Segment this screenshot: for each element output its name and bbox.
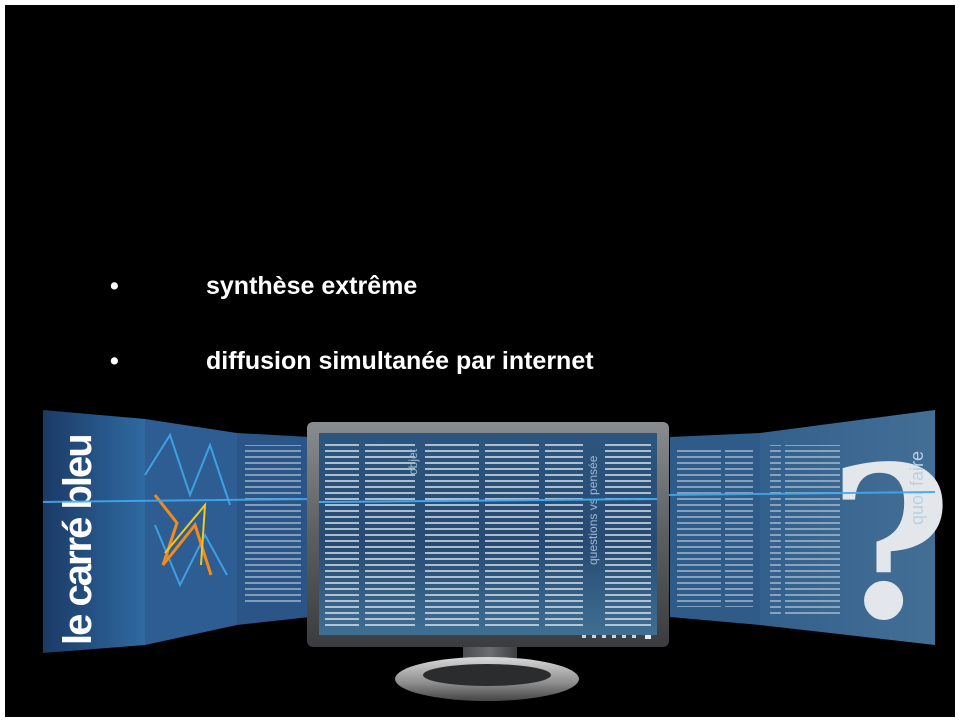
bullet-item: • diffusion simultanée par internet bbox=[5, 341, 955, 381]
text-column bbox=[245, 445, 303, 605]
bullet-list: • synthèse extrême • diffusion simultané… bbox=[5, 5, 955, 717]
monitor-buttons bbox=[582, 635, 651, 639]
text-column bbox=[605, 441, 651, 626]
slide: • synthèse extrême • diffusion simultané… bbox=[5, 5, 955, 717]
text-column bbox=[677, 447, 753, 607]
text-column bbox=[770, 445, 840, 615]
accent-line bbox=[318, 498, 658, 503]
logo-text: le carré bleu bbox=[56, 435, 100, 645]
brand-logo: le carré bleu bbox=[56, 435, 100, 645]
cover-panel bbox=[43, 410, 145, 653]
bullet-text: synthèse extrême bbox=[206, 272, 418, 300]
question-mark-icon: ? bbox=[829, 420, 952, 667]
text-column bbox=[325, 441, 415, 626]
monitor-icon: objet questions vs pensée bbox=[307, 422, 669, 701]
bullet-item: • synthèse extrême bbox=[5, 266, 955, 306]
bullet-marker: • bbox=[110, 272, 119, 300]
panel-heading: objet bbox=[406, 448, 420, 475]
fragments-logo bbox=[153, 494, 213, 576]
panoramic-monitor-illustration: le carré bleu ? quoi faire objet quest bbox=[42, 410, 952, 701]
bullet-text: diffusion simultanée par internet bbox=[206, 347, 594, 375]
monitor-stand-top bbox=[423, 664, 551, 686]
panel-heading: questions vs pensée bbox=[586, 455, 600, 565]
graph-line-icon bbox=[144, 432, 231, 506]
bullet-marker: • bbox=[110, 347, 119, 375]
text-column bbox=[423, 441, 583, 626]
panel-heading: quoi faire bbox=[907, 451, 927, 525]
